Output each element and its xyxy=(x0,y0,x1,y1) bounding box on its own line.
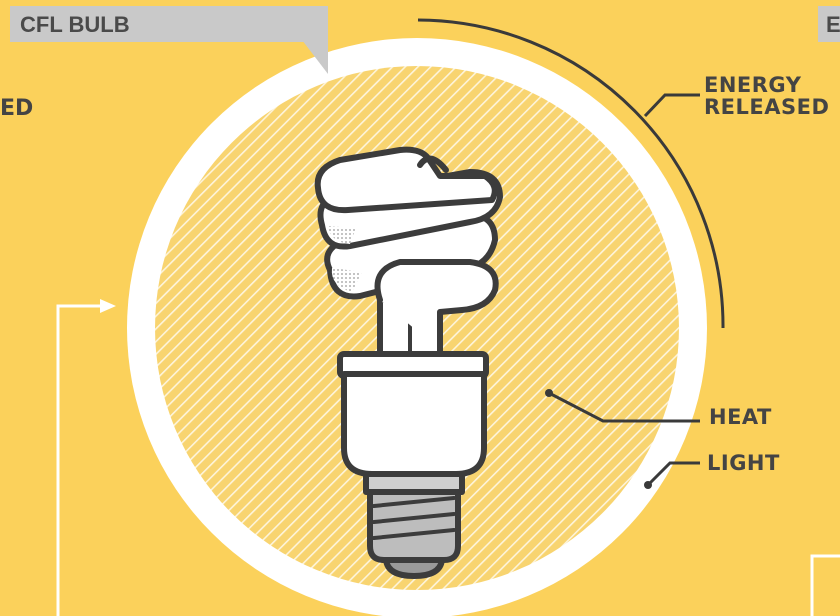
title-text: CFL BULB xyxy=(20,12,130,38)
right-tab: En xyxy=(818,6,840,42)
right-tab-text: En xyxy=(826,12,840,38)
arrow-right-icon xyxy=(58,299,116,616)
energy-released-label: ENERGY RELEASED xyxy=(704,74,829,118)
energy-label-line2: RELEASED xyxy=(704,96,829,118)
light-label: LIGHT xyxy=(707,451,780,475)
title-tab: CFL BULB xyxy=(10,6,328,42)
right-connector-line xyxy=(812,556,840,616)
heat-label: HEAT xyxy=(709,405,772,429)
energy-label-line1: ENERGY xyxy=(704,74,829,96)
energy-leader-line xyxy=(645,95,700,116)
left-fragment-text: ED xyxy=(0,96,33,121)
